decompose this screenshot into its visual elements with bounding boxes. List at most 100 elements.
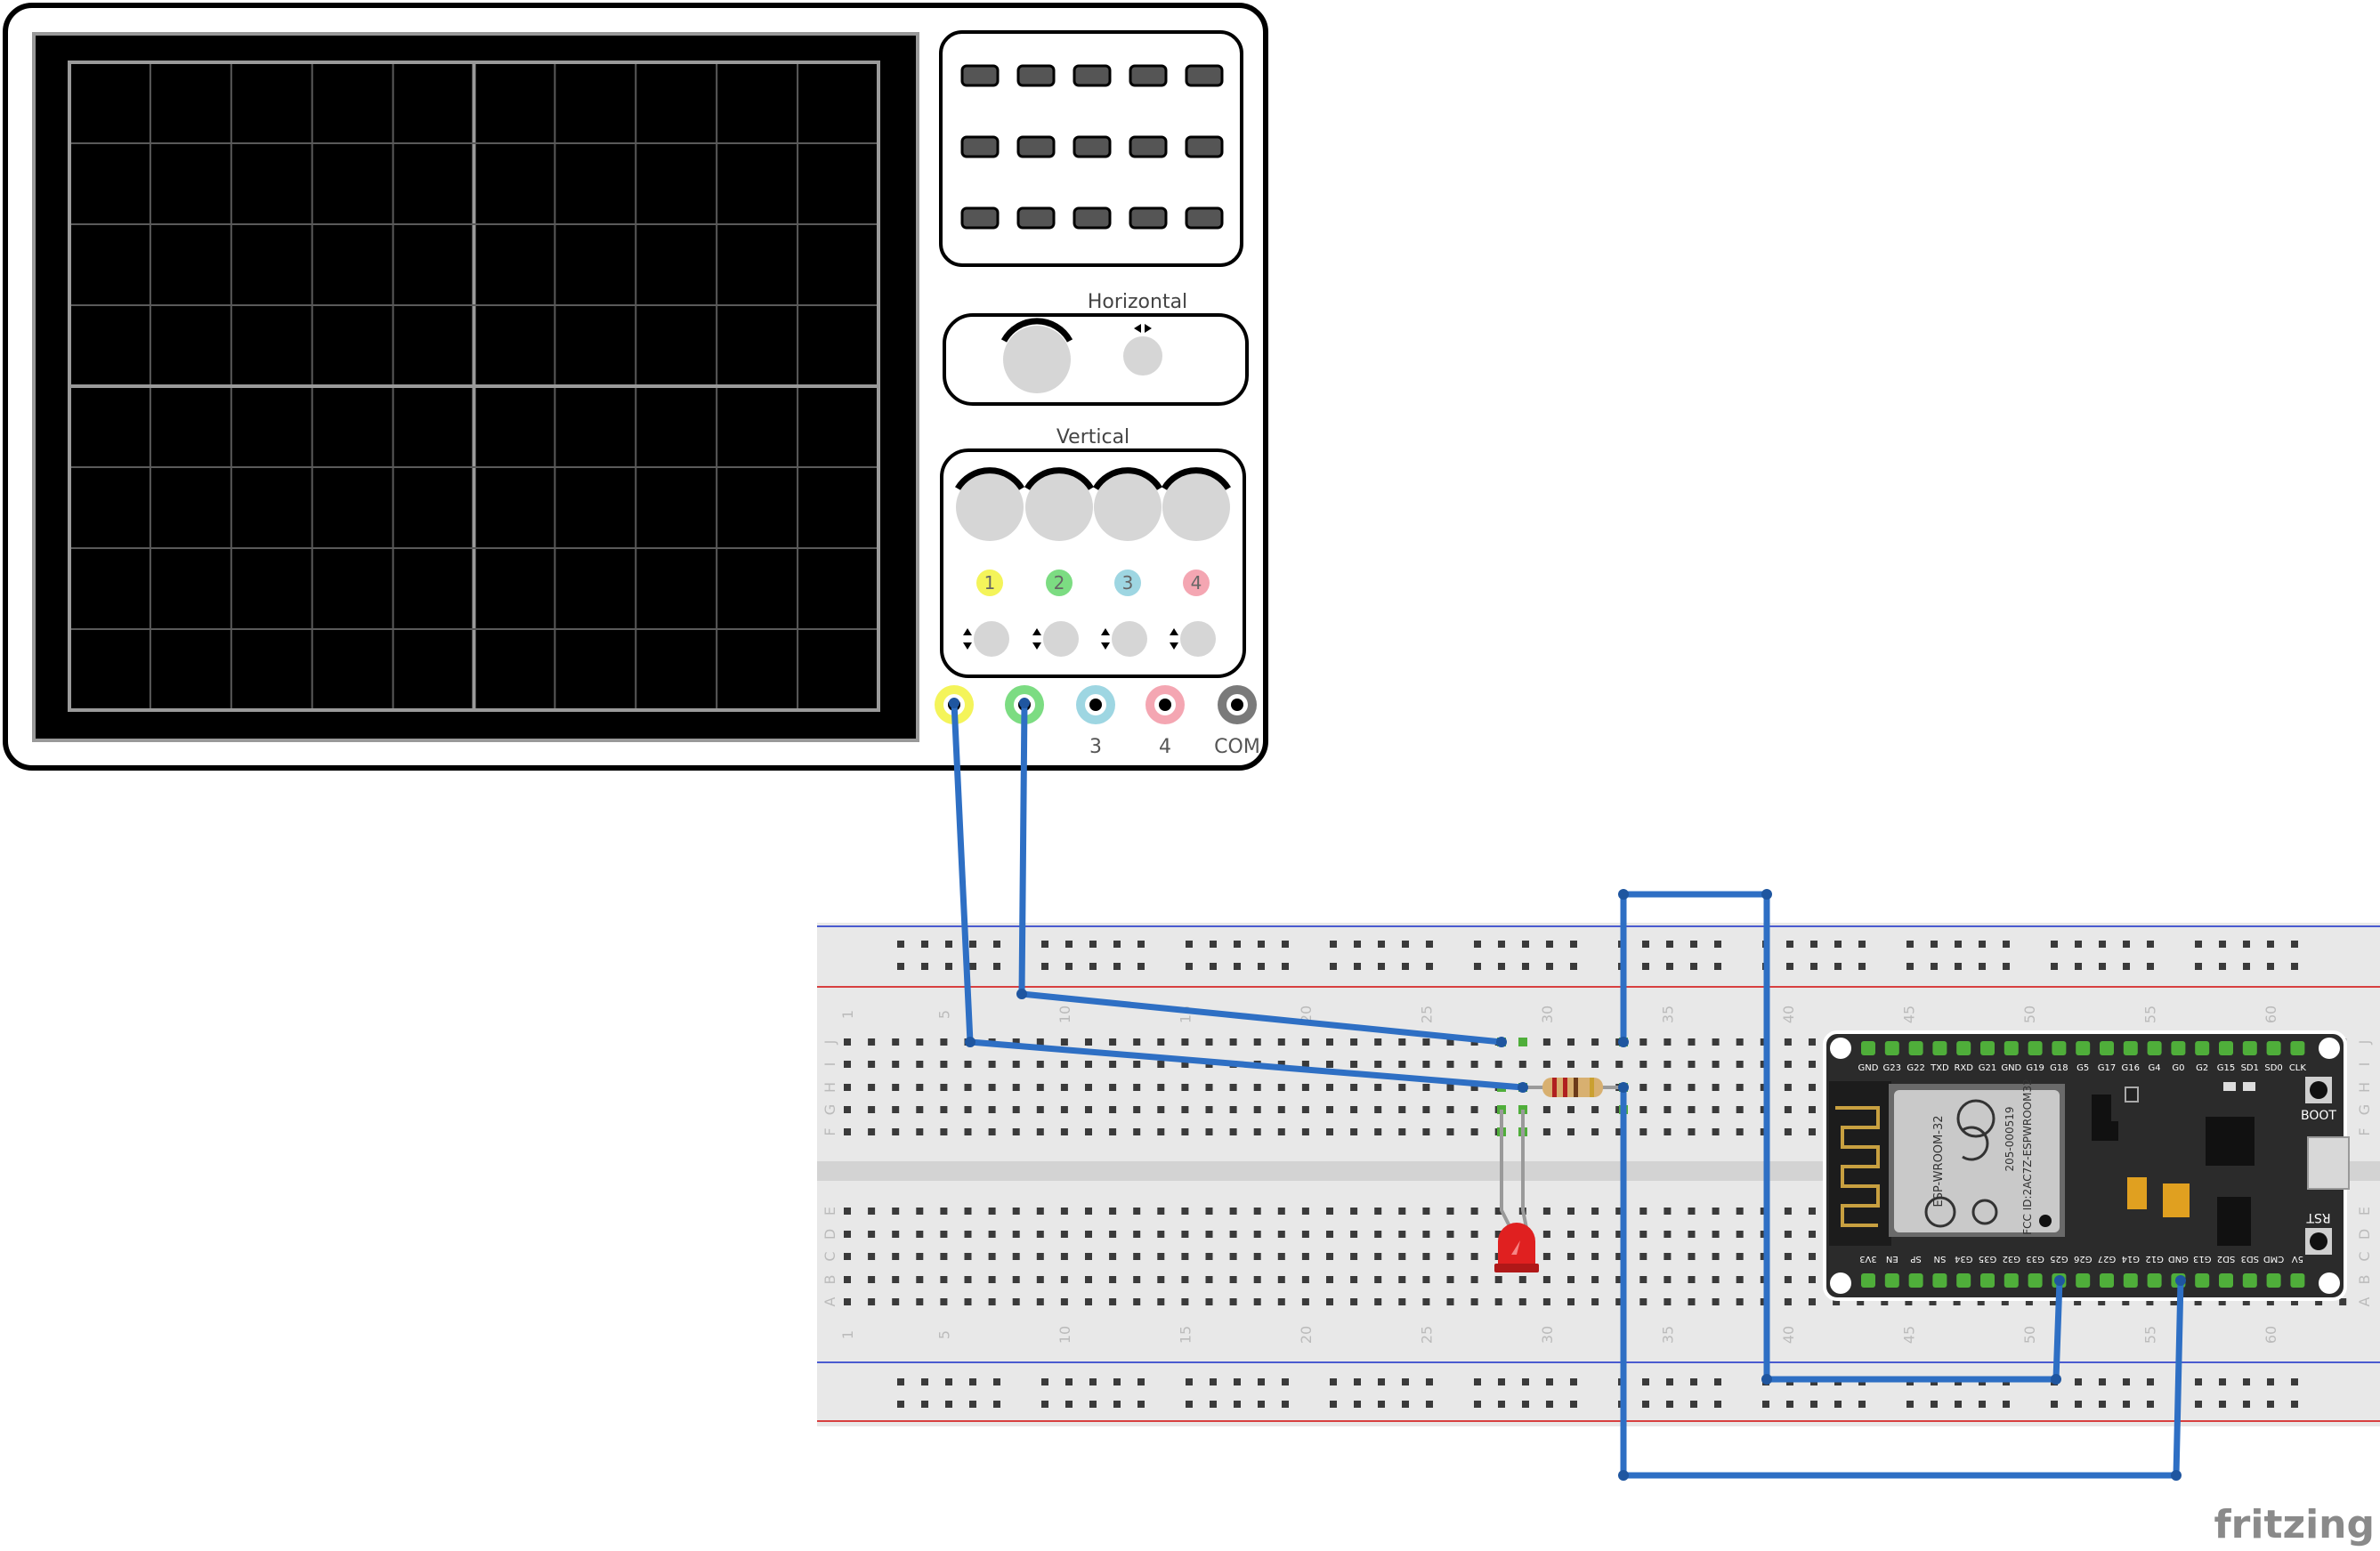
row-letter-right: J [2356,1040,2373,1046]
esp32-pin-top[interactable] [1932,1041,1947,1055]
scope-button[interactable] [1073,206,1112,230]
esp32-pin-bottom[interactable] [2290,1273,2305,1288]
esp32-pin-bottom[interactable] [1956,1273,1971,1288]
esp32-pin-bottom[interactable] [2123,1273,2138,1288]
esp32-pin-top[interactable] [2266,1041,2281,1055]
breadboard-hole [988,1061,996,1068]
breadboard-hole [1205,1298,1213,1305]
breadboard-hole [1542,1253,1550,1260]
breadboard-hole [1664,1128,1672,1135]
scope-button[interactable] [1073,64,1112,87]
scope-button[interactable] [1016,206,1056,230]
breadboard-hole [868,1038,876,1046]
scope-button[interactable] [1073,135,1112,158]
scope-button[interactable] [1129,64,1168,87]
breadboard-hole [916,1061,924,1068]
breadboard-hole [1494,1231,1502,1238]
breadboard-hole [1712,1208,1720,1215]
scope-button[interactable] [1129,135,1168,158]
esp32-pin-bottom[interactable] [2004,1273,2019,1288]
wire-endpoint [1618,889,1629,900]
esp32-pin-bottom[interactable] [1908,1273,1923,1288]
esp32-pin-top[interactable] [2076,1041,2091,1055]
port-label: 3 [1089,736,1102,758]
channel-badge [1183,570,1210,596]
horizontal-knob[interactable] [1003,326,1071,393]
esp32-pin-bottom[interactable] [2028,1273,2043,1288]
wire-g25-loop[interactable] [1620,891,2063,1383]
esp32-pin-top[interactable] [2290,1041,2305,1055]
rail-hole [1137,1401,1145,1408]
breadboard-hole [1374,1298,1382,1305]
esp32-pin-bottom[interactable] [2195,1273,2210,1288]
wire-gnd[interactable] [1620,1087,2184,1479]
channel-scale-knob[interactable] [1094,473,1162,541]
column-number-top: 10 [1056,1006,1073,1023]
breadboard-hole [1181,1231,1189,1238]
esp32-pin-top[interactable] [2123,1041,2138,1055]
esp32-pin-top[interactable] [2219,1041,2233,1055]
scope-button[interactable] [960,206,1000,230]
rail-hole [1426,1401,1433,1408]
esp32-pin-label-top: G23 [1883,1063,1901,1073]
breadboard-hole [1422,1128,1430,1135]
channel-position-knob[interactable] [1043,621,1079,657]
esp32-pin-top[interactable] [2171,1041,2186,1055]
scope-button[interactable] [1016,64,1056,87]
esp32-pin-bottom[interactable] [2266,1273,2281,1288]
breadboard-hole [1374,1128,1382,1135]
scope-button[interactable] [1129,206,1168,230]
esp32-pin-top[interactable] [2100,1041,2114,1055]
esp32-pin-top[interactable] [1908,1041,1923,1055]
esp32-pin-bottom[interactable] [1884,1273,1899,1288]
breadboard-hole [892,1231,900,1238]
scope-button[interactable] [1185,135,1224,158]
esp32-pin-top[interactable] [2028,1041,2043,1055]
rst-button-cap[interactable] [2310,1232,2327,1250]
esp32-pin-label-bottom: SD3 [2241,1254,2259,1264]
breadboard-hole [940,1106,948,1113]
column-number-top: 40 [1780,1006,1797,1023]
breadboard-hole [1301,1084,1309,1091]
channel-scale-knob[interactable] [1162,473,1230,541]
breadboard-hole [1784,1231,1792,1238]
esp32-pin-top[interactable] [2004,1041,2019,1055]
esp32-pin-bottom[interactable] [1932,1273,1947,1288]
esp32-pin-top[interactable] [2147,1041,2162,1055]
scope-button[interactable] [1185,64,1224,87]
rail-hole [2195,1378,2202,1385]
rail-hole [2051,941,2058,948]
esp32-pin-bottom[interactable] [2100,1273,2114,1288]
channel-position-knob[interactable] [1112,621,1147,657]
esp32-pin-top[interactable] [1980,1041,1995,1055]
rail-hole [1786,1401,1793,1408]
rail-hole [1931,941,1938,948]
esp32-pin-bottom[interactable] [1861,1273,1875,1288]
scope-button[interactable] [960,135,1000,158]
esp32-pin-top[interactable] [1884,1041,1899,1055]
esp32-pin-bottom[interactable] [1980,1273,1995,1288]
channel-position-knob[interactable] [1180,621,1216,657]
scope-button[interactable] [1016,135,1056,158]
esp32-pin-top[interactable] [1956,1041,1971,1055]
esp32-pin-bottom[interactable] [2147,1273,2162,1288]
esp32-pin-top[interactable] [2242,1041,2257,1055]
esp32-pin-top[interactable] [2195,1041,2210,1055]
rail-hole [921,1378,928,1385]
esp32-pin-bottom[interactable] [2242,1273,2257,1288]
scope-button[interactable] [960,64,1000,87]
esp32-pin-bottom[interactable] [2076,1273,2091,1288]
channel-scale-knob[interactable] [956,473,1024,541]
channel-scale-knob[interactable] [1025,473,1093,541]
boot-button-cap[interactable] [2310,1081,2327,1099]
esp32-pin-top[interactable] [2052,1041,2067,1055]
esp32-pin-top[interactable] [1861,1041,1875,1055]
wire-endpoint [2171,1470,2182,1481]
channel-position-knob[interactable] [974,621,1009,657]
esp32-pin-bottom[interactable] [2219,1273,2233,1288]
scope-button[interactable] [1185,206,1224,230]
breadboard-hole [1398,1061,1406,1068]
button-grid [960,64,1224,230]
horizontal-position-knob[interactable] [1123,336,1162,376]
breadboard-hole [892,1276,900,1283]
